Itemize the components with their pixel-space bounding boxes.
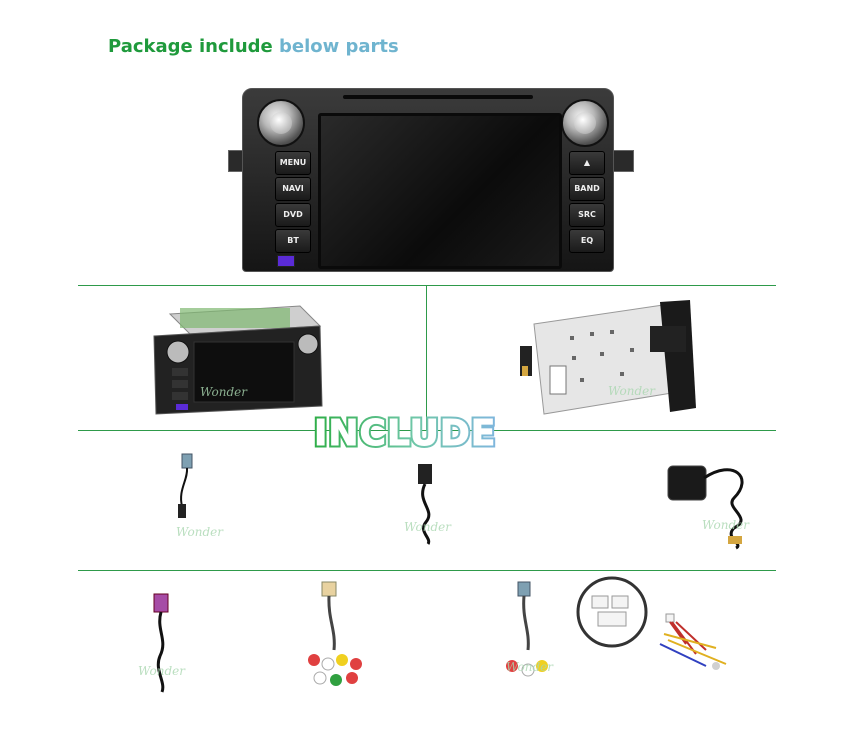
mounting-frame-image: [520, 300, 696, 415]
band-button: BAND: [569, 177, 605, 201]
divider-1: [78, 285, 776, 286]
watermark-6: Wonder: [138, 664, 185, 678]
divider-2: [78, 430, 776, 431]
watermark-2: Wonder: [608, 384, 655, 398]
head-unit-front-image: MENU NAVI DVD BT ▲ BAND SRC EQ: [228, 84, 638, 274]
eq-button: EQ: [569, 229, 605, 253]
fakra-adapter-image: [178, 453, 193, 518]
power-harness-image: [576, 576, 727, 670]
title-part-2: below parts: [272, 36, 399, 57]
title-part-1: Package include: [108, 36, 273, 57]
display-screen: [318, 113, 562, 269]
divider-3: [78, 570, 776, 571]
include-stamp-outline: INCLUDE: [314, 413, 496, 454]
radio-adapter-image: [153, 593, 169, 693]
av-harness-image: [506, 581, 548, 677]
bt-button: BT: [275, 229, 311, 253]
watermark-1: Wonder: [200, 385, 247, 399]
include-stamp: INCLUDE INCLUDE: [312, 411, 498, 456]
rca-harness-image: [308, 581, 362, 686]
usb-cable-image: [418, 464, 432, 545]
watermark-4: Wonder: [404, 520, 451, 534]
src-button: SRC: [569, 203, 605, 227]
menu-button: MENU: [275, 151, 311, 175]
gps-antenna-image: [667, 465, 744, 550]
usb-port-icon: [277, 255, 295, 267]
navi-button: NAVI: [275, 177, 311, 201]
tune-knob-icon: [561, 99, 609, 147]
divider-vertical: [426, 285, 427, 431]
page-title: Package include below parts: [108, 36, 399, 57]
watermark-3: Wonder: [176, 525, 223, 539]
include-stamp-fill: INCLUDE: [314, 413, 496, 454]
disc-slot: [343, 95, 533, 99]
head-unit-side-view-image: [153, 305, 323, 415]
watermark-5: Wonder: [702, 518, 749, 532]
head-unit-body: MENU NAVI DVD BT ▲ BAND SRC EQ: [242, 88, 614, 272]
eject-button: ▲: [569, 151, 605, 175]
watermark-7: Wonder: [506, 660, 553, 674]
volume-knob-icon: [257, 99, 305, 147]
dvd-button: DVD: [275, 203, 311, 227]
